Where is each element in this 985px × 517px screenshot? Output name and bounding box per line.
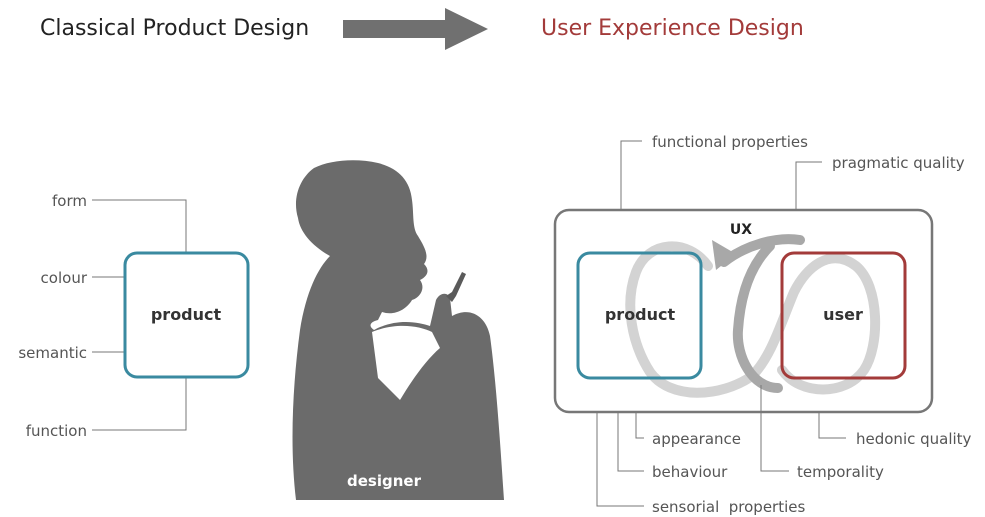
designer-silhouette — [292, 160, 504, 500]
sensorial-properties-label: sensorial properties — [652, 498, 806, 516]
attr-semantic: semantic — [18, 344, 87, 362]
pragmatic-quality-label: pragmatic quality — [832, 154, 965, 172]
classical-design-heading: Classical Product Design — [40, 16, 310, 41]
classical-product-box — [123, 251, 250, 379]
appearance-label: appearance — [652, 430, 741, 448]
ux-center-label: UX — [730, 222, 752, 238]
transition-arrow — [343, 8, 488, 50]
designer-label: designer — [347, 472, 422, 490]
hedonic-quality-label: hedonic quality — [856, 430, 972, 448]
attr-function: function — [26, 422, 87, 440]
temporality-label: temporality — [797, 463, 884, 481]
ux-design-heading: User Experience Design — [541, 16, 804, 41]
attr-form: form — [52, 192, 87, 210]
ux-bottom-connectors — [596, 385, 846, 507]
classical-product-label: product — [151, 305, 222, 324]
ux-product-box — [576, 251, 703, 380]
ux-top-connectors — [620, 140, 822, 210]
loop-arrowhead — [712, 240, 736, 270]
functional-properties-label: functional properties — [652, 133, 808, 151]
ux-user-box — [780, 251, 907, 380]
attr-colour: colour — [41, 269, 88, 287]
classical-connectors — [92, 199, 187, 431]
behaviour-label: behaviour — [652, 463, 728, 481]
ux-user-label: user — [823, 305, 863, 324]
ux-product-label: product — [605, 305, 676, 324]
